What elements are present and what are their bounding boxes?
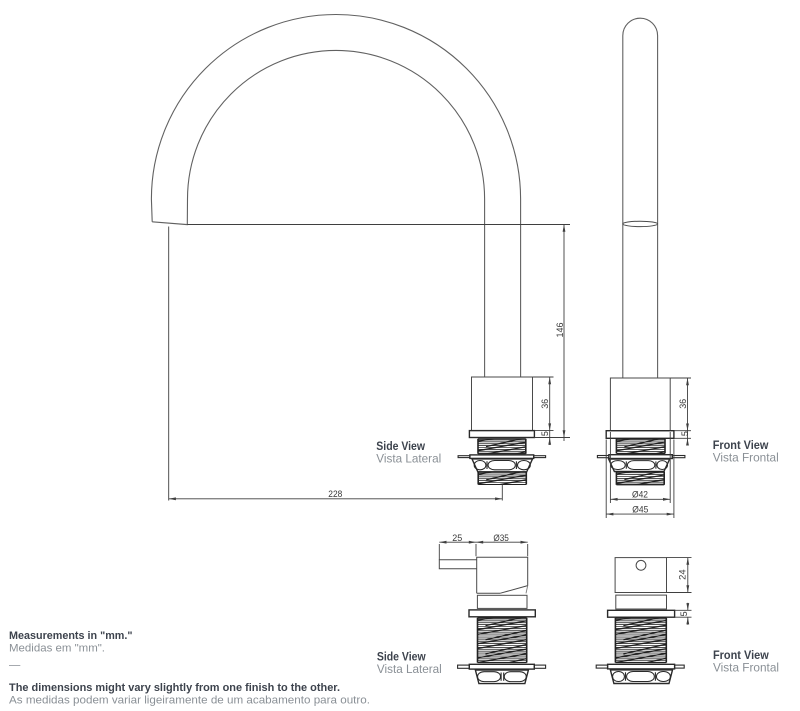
svg-text:5: 5: [540, 431, 550, 436]
svg-text:Side View: Side View: [377, 649, 426, 663]
svg-text:Medidas em "mm".: Medidas em "mm".: [9, 642, 105, 654]
svg-text:Vista Frontal: Vista Frontal: [713, 451, 779, 465]
svg-text:—: —: [9, 660, 21, 672]
svg-text:Ø45: Ø45: [632, 505, 648, 515]
svg-text:228: 228: [328, 489, 342, 499]
svg-text:As medidas podem variar ligeir: As medidas podem variar ligeiramente de …: [9, 694, 370, 706]
svg-text:Side View: Side View: [376, 439, 425, 453]
svg-text:Measurements in "mm.": Measurements in "mm.": [9, 630, 133, 642]
svg-text:Vista Lateral: Vista Lateral: [377, 662, 442, 676]
svg-text:Front View: Front View: [713, 438, 769, 452]
svg-text:Vista Frontal: Vista Frontal: [713, 661, 779, 675]
svg-text:36: 36: [678, 399, 688, 409]
svg-text:24: 24: [678, 569, 688, 580]
svg-text:Ø35: Ø35: [493, 533, 509, 543]
svg-text:25: 25: [452, 533, 462, 543]
svg-text:5: 5: [679, 611, 689, 616]
svg-text:146: 146: [555, 323, 565, 338]
svg-text:The dimensions might vary slig: The dimensions might vary slightly from …: [9, 682, 340, 694]
svg-text:36: 36: [540, 399, 550, 409]
svg-text:5: 5: [680, 431, 690, 436]
svg-text:Front View: Front View: [713, 648, 769, 662]
svg-text:Vista Lateral: Vista Lateral: [376, 452, 441, 466]
svg-text:Ø42: Ø42: [632, 490, 648, 500]
